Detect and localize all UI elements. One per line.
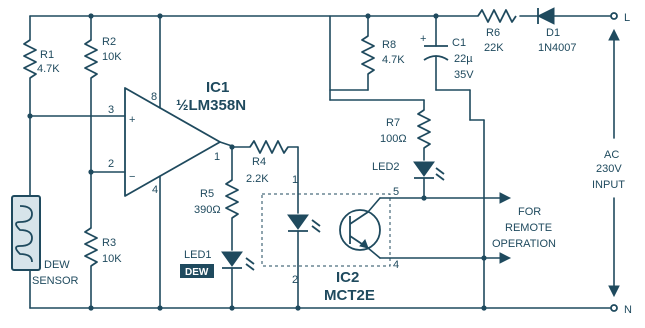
terminal-n-label: N	[624, 304, 632, 316]
led1-tag-box	[180, 264, 214, 278]
remote-arrow-bottom	[499, 252, 512, 264]
ic2-pin5: 5	[393, 186, 399, 198]
r8-label: R8	[382, 39, 396, 51]
r8-resistor: R8 4.7K	[329, 15, 425, 101]
ac-label-2: 230V	[596, 163, 622, 175]
ic1-pin8: 8	[151, 91, 157, 103]
r7-label: R7	[386, 117, 400, 129]
r4-resistor: R4 2.2K	[231, 140, 299, 185]
ic1-opamp: + − 3 2 8 4 1 IC1 ½LM358N	[108, 15, 246, 309]
remote-arrow-top	[499, 192, 512, 204]
junction-dot	[88, 305, 94, 311]
d1-diode: D1 1N4007	[536, 7, 577, 54]
noninverting-sign: +	[129, 114, 135, 126]
r6-label: R6	[486, 27, 500, 39]
ic2-part: MCT2E	[324, 287, 375, 304]
c1-polarity: +	[420, 33, 426, 45]
terminal-l-label: L	[624, 12, 630, 24]
sensor-label-1: DEW	[44, 259, 70, 271]
r3-resistor: R3 10K	[84, 227, 122, 309]
ic2-pin4: 4	[393, 259, 399, 271]
ic1-pin1: 1	[214, 151, 220, 163]
ic2-label: IC2	[336, 269, 359, 286]
ic2-optocoupler: 1 2 5 4 IC2 MCT2E	[261, 146, 501, 309]
r6-value: 22K	[484, 42, 504, 54]
r2-label: R2	[102, 36, 116, 48]
ic1-pin2: 2	[108, 158, 114, 170]
d1-value: 1N4007	[538, 42, 577, 54]
ac-label-1: AC	[604, 149, 619, 161]
ic1-label: IC1	[206, 79, 229, 96]
r1-value: 4.7K	[37, 63, 60, 75]
c1-capacitor: + C1 22µ 35V	[420, 15, 485, 309]
r1-label: R1	[40, 49, 54, 61]
r4-label: R4	[252, 156, 266, 168]
junction-dot	[27, 113, 33, 119]
ac-arrow-down	[608, 285, 620, 298]
ic1-part: ½LM358N	[176, 97, 246, 114]
junction-dot	[157, 13, 163, 19]
d1-label: D1	[546, 27, 560, 39]
junction-dot	[295, 305, 301, 311]
terminal-l	[610, 12, 618, 20]
inverting-sign: −	[129, 171, 135, 183]
led1: LED1 DEW	[180, 249, 255, 309]
junction-dot	[481, 305, 487, 311]
remote-label-2: REMOTE	[505, 222, 552, 234]
r3-label: R3	[102, 237, 116, 249]
junction-dot	[365, 13, 371, 19]
led2: LED2	[372, 161, 445, 199]
junction-dot	[88, 169, 94, 175]
r8-value: 4.7K	[382, 54, 405, 66]
remote-label-3: OPERATION	[492, 238, 556, 250]
ic2-pin2: 2	[292, 274, 298, 286]
r4-value: 2.2K	[246, 173, 269, 185]
c1-value: 22µ	[454, 53, 473, 65]
ac-arrow-up	[608, 28, 620, 41]
r7-resistor: R7 100Ω	[380, 99, 431, 161]
r1-resistor: R1 4.7K	[23, 15, 60, 196]
terminal-n	[610, 304, 618, 312]
ac-label-3: INPUT	[592, 179, 625, 191]
led1-tag: DEW	[185, 267, 209, 278]
ac-input: L N AC 230V INPUT	[592, 12, 632, 316]
r7-value: 100Ω	[380, 133, 407, 145]
r3-value: 10K	[102, 253, 122, 265]
r2-resistor: R2 10K	[84, 15, 122, 229]
c1-voltage: 35V	[454, 69, 474, 81]
r2-value: 10K	[102, 51, 122, 63]
junction-dot	[229, 305, 235, 311]
junction-dot	[88, 13, 94, 19]
remote-label-1: FOR	[518, 206, 541, 218]
c1-label: C1	[452, 37, 466, 49]
r6-resistor: R6 22K	[477, 9, 517, 54]
ic2-pin1: 1	[292, 174, 298, 186]
remote-output: FOR REMOTE OPERATION	[492, 192, 556, 264]
ic1-pin3: 3	[108, 104, 114, 116]
r5-label: R5	[200, 188, 214, 200]
r5-resistor: R5 390Ω	[194, 146, 239, 251]
led1-label: LED1	[184, 249, 212, 261]
led2-label: LED2	[372, 161, 400, 173]
junction-dot	[157, 305, 163, 311]
dew-sensor: DEW SENSOR	[11, 195, 79, 309]
junction-dot	[481, 255, 487, 261]
r5-value: 390Ω	[194, 204, 221, 216]
sensor-label-2: SENSOR	[32, 275, 79, 287]
junction-dot	[433, 13, 439, 19]
junction-dot	[421, 195, 427, 201]
ic1-pin4: 4	[152, 184, 158, 196]
